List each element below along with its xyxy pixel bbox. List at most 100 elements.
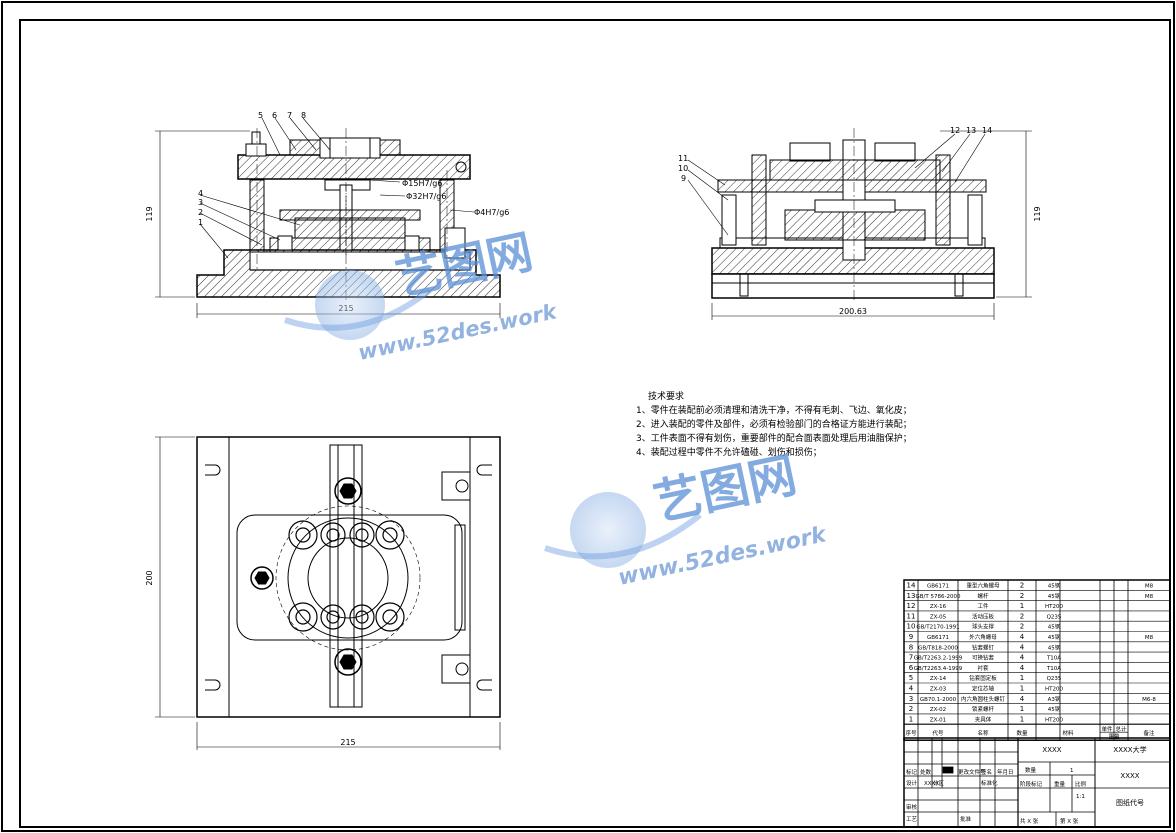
- bom-cell-qty: 4: [1020, 664, 1025, 672]
- design-label: 设计: [906, 779, 918, 787]
- watermark-url: www.52des.work: [616, 522, 829, 591]
- side-leader-label: 13: [966, 126, 976, 135]
- sheets-total: 共 X 张: [1020, 817, 1039, 825]
- bom-cell-material: T10A: [1046, 666, 1061, 672]
- bom-cell-material: Q235: [1047, 614, 1062, 620]
- bom-cell-code: GB/T2263.2-1999: [914, 656, 963, 662]
- bom-border: [903, 579, 1171, 741]
- inner-border: [19, 19, 1171, 828]
- process-label: 工艺: [906, 816, 918, 823]
- drawing-name: XXXX: [1042, 746, 1061, 754]
- bom-cell-code: ZX-05: [930, 614, 947, 620]
- zone-label: 分区: [933, 779, 945, 787]
- bom-cell-qty: 4: [1020, 643, 1025, 651]
- bom-cell-qty: 1: [1020, 602, 1024, 610]
- bom-cell-qty: 2: [1020, 592, 1024, 600]
- bom-cell-name: 锁紧螺杆: [972, 705, 995, 713]
- bom-cell-code: GB/T2263.4-1999: [914, 666, 963, 672]
- bom-cell-no: 14: [907, 582, 916, 590]
- bom-header-qty: 数量: [1016, 729, 1028, 737]
- bom-cell-code: GB/T 5786-2000: [916, 594, 961, 600]
- review-label: 审核: [906, 803, 918, 811]
- bom-cell-code: ZX-14: [930, 676, 947, 682]
- bom-cell-name: 夹具体: [975, 715, 992, 723]
- front-leader-label: 5: [258, 111, 263, 120]
- stage-label: 阶段标记: [1020, 780, 1043, 788]
- bom-cell-code: GB/T2170-1991: [916, 625, 959, 631]
- bom-header-code: 代号: [932, 729, 944, 737]
- side-leader-label: 12: [950, 126, 960, 135]
- bom-cell-name: 定位芯轴: [972, 685, 995, 693]
- bom-cell-name: 内六角圆柱头螺钉: [961, 695, 1006, 703]
- bom-cell-note: M8: [1145, 594, 1154, 600]
- fit-label-a: Φ15H7/g6: [402, 179, 442, 188]
- date-label: 年月日: [997, 768, 1014, 776]
- front-leader-label: 1: [198, 218, 203, 227]
- scale-value: 1:1: [1076, 794, 1085, 800]
- side-leader-label: 10: [678, 164, 688, 173]
- side-leader-label: 14: [982, 126, 992, 135]
- top-view: [155, 436, 501, 750]
- drawing-code-label: 图纸代号: [1116, 798, 1144, 807]
- bom-cell-name: 螺杆: [977, 592, 989, 600]
- watermark-url: www.52des.work: [356, 299, 561, 365]
- bom-header-note: 备注: [1143, 729, 1155, 737]
- bom-cell-no: 7: [909, 654, 913, 662]
- watermark-globe-icon: [315, 270, 385, 340]
- top-width-dim: 215: [340, 738, 355, 747]
- bom-cell-qty: 1: [1020, 685, 1024, 693]
- bom-header-name: 名称: [977, 729, 989, 737]
- bom-cell-note: M8: [1145, 584, 1154, 590]
- school-name: XXXX大学: [1113, 745, 1146, 754]
- quantity-label: 数量: [1025, 766, 1037, 774]
- tech-req-item: 1、零件在装配前必须清理和清洗干净，不得有毛刺、飞边、氧化皮；: [636, 404, 912, 416]
- side-view: [687, 128, 1032, 320]
- bom-cell-name: 钻套固定板: [969, 674, 997, 682]
- drawing-no: XXXX: [1120, 772, 1139, 780]
- bom-cell-name: 衬套: [977, 664, 989, 672]
- tech-req-item: 4、装配过程中零件不允许磕碰、划伤和损伤；: [636, 446, 822, 458]
- bom-cell-qty: 1: [1020, 674, 1024, 682]
- bom-cell-code: ZX-16: [930, 604, 947, 610]
- bom-cell-name: 球头支撑: [972, 623, 995, 631]
- bom-cell-no: 10: [907, 623, 916, 631]
- approve-label: 批准: [960, 815, 972, 823]
- side-height-dim: 119: [1033, 206, 1042, 221]
- bom-cell-name: 工件: [977, 602, 989, 610]
- bom-cell-material: 45钢: [1048, 582, 1061, 590]
- bom-cell-no: 13: [907, 592, 916, 600]
- bom-cell-no: 4: [909, 685, 914, 693]
- bom-cell-material: 45钢: [1048, 643, 1061, 651]
- bom-cell-code: ZX-03: [930, 687, 947, 693]
- front-leader-label: 8: [301, 111, 306, 120]
- bom-cell-material: HT200: [1045, 604, 1063, 610]
- bom-cell-note: M8: [1145, 635, 1154, 641]
- bom-cell-qty: 4: [1020, 654, 1025, 662]
- bom-cell-material: 45钢: [1048, 592, 1061, 600]
- scale-label: 比例: [1075, 780, 1087, 788]
- sheet-no: 第 X 张: [1060, 817, 1079, 825]
- bom-header-total: 总计: [1115, 725, 1127, 733]
- bom-cell-qty: 4: [1020, 695, 1025, 703]
- side-leader-label: 9: [681, 174, 686, 183]
- bom-cell-qty: 2: [1020, 623, 1024, 631]
- bom-cell-material: 45钢: [1048, 705, 1061, 713]
- bom-cell-material: HT200: [1045, 717, 1063, 723]
- mark-label: 标记: [906, 768, 918, 776]
- watermark-2: 艺图网 www.52des.work: [544, 447, 830, 591]
- bom-cell-name: 可换钻套: [972, 654, 995, 662]
- bom-header-material: 材料: [1062, 729, 1074, 737]
- front-leader-label: 7: [287, 111, 292, 120]
- bom-cell-no: 2: [909, 705, 913, 713]
- weight-label: 重量: [1054, 780, 1066, 788]
- bom-cell-no: 8: [909, 643, 913, 651]
- bom-cell-code: ZX-02: [930, 707, 946, 713]
- bom-cell-no: 6: [909, 664, 914, 672]
- title-block-text: XXXX XXXX大学 XXXX 图纸代号 数量 1 阶段标记 重量 比例 1:…: [906, 745, 1147, 825]
- title-block: [903, 737, 1171, 828]
- designer: XXXX: [924, 781, 939, 787]
- bom-cell-code: GB/T818-2000: [918, 645, 958, 651]
